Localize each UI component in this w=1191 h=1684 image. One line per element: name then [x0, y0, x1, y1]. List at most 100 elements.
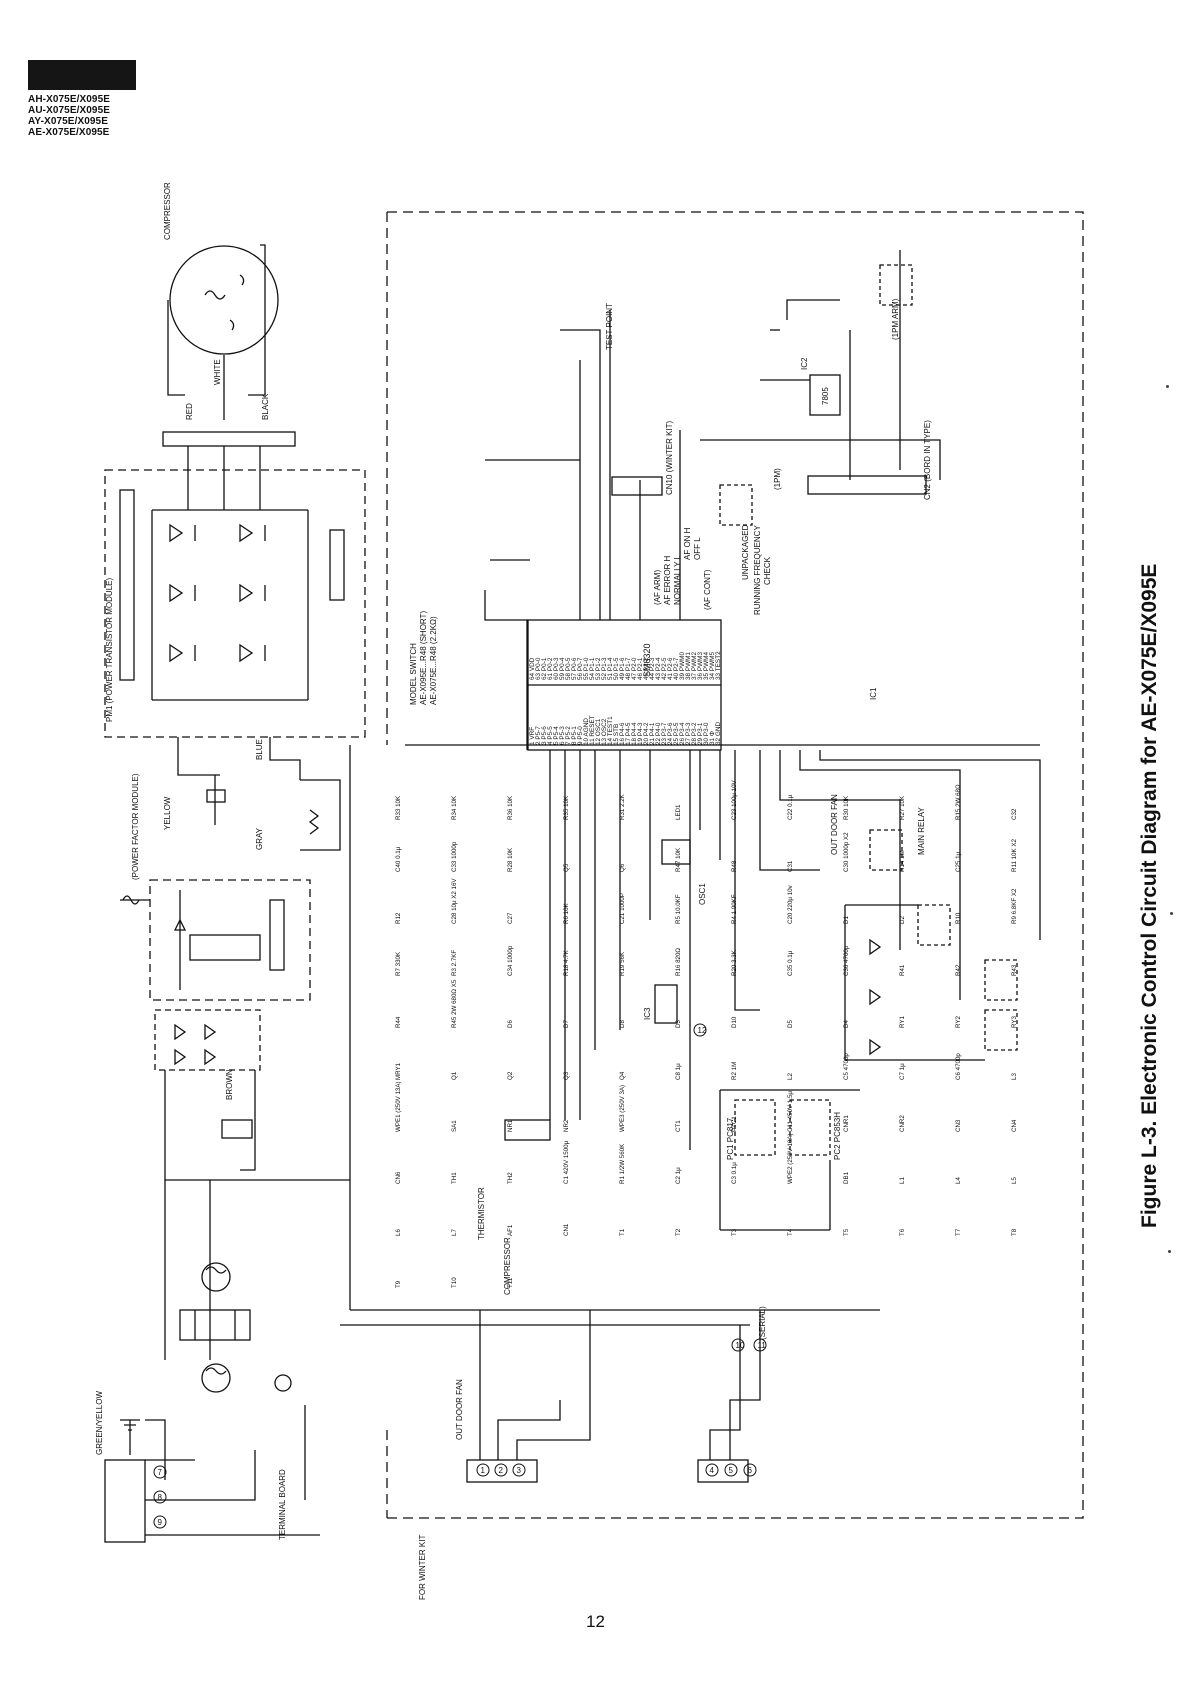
component-label: R31 2.2K	[619, 793, 626, 820]
terminal-circle	[743, 1463, 757, 1477]
component-label: R2 1M	[731, 1062, 738, 1080]
terminal-number: 7	[158, 1468, 163, 1477]
wire-color-label: GREEN/YELLOW	[95, 1391, 104, 1455]
terminal-circle	[705, 1463, 719, 1477]
ic1-pin-label: 40 P2-7	[673, 657, 680, 680]
label-normally-l: NORMALLY L	[673, 555, 682, 605]
scan-dot	[1166, 385, 1169, 388]
q2-transistor	[869, 829, 903, 871]
ic1-pin-label: 4 P5-5	[547, 726, 554, 745]
component-label: C33 1000p	[451, 841, 458, 872]
label-off-l: OFF L	[693, 537, 702, 560]
component-label: Q2	[507, 1071, 514, 1080]
component-label: R11 10K X2	[1011, 839, 1018, 872]
cn2-board-connector	[807, 475, 927, 495]
component-label: Q1	[451, 1071, 458, 1080]
label-ic1: IC1	[869, 687, 878, 700]
label-terminal-board: TERMINAL BOARD	[278, 1469, 287, 1540]
terminal-circle	[153, 1490, 167, 1504]
ic1-pin-label: 33 TEST2	[715, 651, 722, 680]
ic1-pin-label: 20 P4-2	[643, 722, 650, 745]
component-label: L4	[955, 1177, 962, 1184]
model-line: AH-X075E/X095E	[28, 94, 111, 105]
label-reg: 7805	[821, 387, 830, 405]
terminal-circle	[494, 1463, 508, 1477]
component-label: C30 1000p X2	[843, 832, 850, 872]
component-label: R4 1.00KF	[731, 894, 738, 924]
ic1-pin-label: 48 P1-7	[625, 657, 632, 680]
ic1-pin-label: 53 P1-2	[595, 657, 602, 680]
ic1-pin-label: 13 OSC2	[601, 718, 608, 745]
component-label: L2	[787, 1073, 794, 1080]
label-test-point: TEST POINT	[605, 303, 614, 350]
component-label: C6 4700p	[955, 1053, 962, 1080]
label-serial: (SERIAL)	[758, 1306, 767, 1340]
ic1-pin-label: 44 P2-3	[649, 657, 656, 680]
l2-choke	[201, 1262, 231, 1292]
ic1-pin-label: 25 P3-5	[673, 722, 680, 745]
cn6-connector	[504, 1119, 551, 1141]
scan-dot	[1170, 912, 1173, 915]
ic1-pin-label: 28 P3-2	[691, 722, 698, 745]
component-label: R35 10K	[563, 795, 570, 820]
label-thermistor: THERMISTOR	[477, 1187, 486, 1240]
component-label: R14 1M	[899, 850, 906, 872]
component-label: TH1	[451, 1172, 458, 1184]
label-pm1: PM1 (POWER TRANSISTOR MODULE)	[105, 578, 114, 723]
ic1-pin-label: 31 Φ	[709, 731, 716, 745]
ic1-pin-label: 55 P1-0	[583, 657, 590, 680]
component-label: C32	[1011, 808, 1018, 820]
component-label: RY2	[955, 1016, 962, 1028]
component-label: C35 0.1μ	[787, 950, 794, 976]
terminal-number: 12	[698, 1026, 707, 1035]
model-line: AE-X075E/X095E	[28, 127, 110, 138]
label-cn10: CN10 (WINTER KIT)	[665, 420, 674, 495]
ic1-pin-label: 32 GND	[715, 722, 722, 745]
label-compressor: COMPRESSOR	[163, 182, 172, 240]
component-label: T4	[787, 1228, 794, 1236]
component-label: R47 10K	[675, 847, 682, 872]
cn2-connector	[119, 489, 135, 681]
ic1-pin-label: 37 PWM2	[691, 651, 698, 680]
terminal-number: 6	[748, 1466, 753, 1475]
ic1-pin-label: 21 P4-1	[649, 722, 656, 745]
component-label: R34 10K	[451, 795, 458, 820]
component-label: Q6	[619, 863, 626, 872]
component-label: C23 100μ 10V	[731, 779, 738, 820]
compressor-motor	[169, 245, 279, 355]
ic1-pin-label: 10 AGND	[583, 718, 590, 745]
component-label: R10	[955, 912, 962, 924]
ic1-pin-label: 11 RESET	[589, 715, 596, 745]
component-label: T11	[507, 1277, 514, 1288]
component-label: R7 330K	[395, 951, 402, 976]
component-label: CT1	[675, 1120, 682, 1132]
brand-logo-bar	[28, 60, 136, 90]
label-compressor-thermistor: COMPRESSOR	[503, 1237, 512, 1295]
label-ic2: IC2	[800, 357, 809, 370]
q3-transistor	[984, 1009, 1018, 1051]
component-label: Q5	[563, 863, 570, 872]
ic1-pin-label: 22 P4-0	[655, 722, 662, 745]
component-label: T5	[843, 1228, 850, 1236]
label-ic3: IC3	[643, 1007, 652, 1020]
label-chip: SM8320	[642, 643, 652, 677]
model-list: AH-X075E/X095E AU-X075E/X095E AY-X075E/X…	[28, 94, 188, 138]
model-line: AY-X075E/X095E	[28, 116, 108, 127]
terminal-number: 1	[481, 1466, 486, 1475]
label-unpackaged: UNPACKAGED	[741, 524, 750, 580]
component-label: R18 4.7K	[563, 949, 570, 976]
component-label: R28 10K	[507, 847, 514, 872]
component-label: L5	[1011, 1177, 1018, 1184]
ic1-pin-label: 39 PWM0	[679, 651, 686, 680]
page-number: 12	[586, 1612, 605, 1631]
ic1-pin-label: 9 P5-0	[577, 726, 584, 745]
component-label: R3 2.7KF	[451, 950, 458, 976]
ic1-pin-label: 54 P1-1	[589, 657, 596, 680]
ic1-pin-label: 56 P0-7	[577, 657, 584, 680]
component-label: D2	[899, 916, 906, 924]
component-label: L7	[451, 1229, 458, 1236]
terminal-circle	[476, 1463, 490, 1477]
pm1-module	[104, 469, 366, 738]
